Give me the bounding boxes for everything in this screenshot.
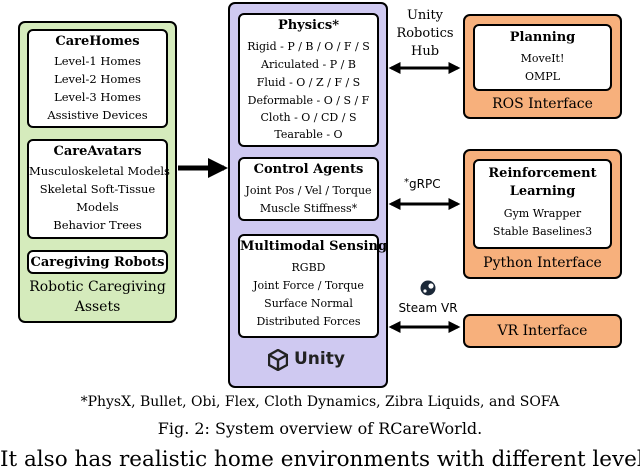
python-interface-label: Python Interface [483,255,602,271]
figure-caption: Fig. 2: System overview of RCareWorld. [157,419,483,438]
carehomes-item: Assistive Devices [47,108,148,122]
carehomes-item: Level-1 Homes [54,54,141,68]
sensing-item: Surface Normal [264,297,353,310]
steamvr-label: Steam VR [398,301,458,315]
physics-item: Ariculated - P / B [261,58,356,71]
planning-box: Planning MoveIt! OMPL [473,24,612,91]
carehomes-item: Level-2 Homes [54,72,141,86]
sensing-item: RGBD [291,261,326,274]
hub-label-line: Robotics [396,26,454,41]
sensing-item: Distributed Forces [256,315,361,328]
control-agents-box: Control Agents Joint Pos / Vel / Torque … [238,157,379,221]
rl-item: Stable Baselines3 [492,225,593,238]
careavatars-item: Musculoskeletal Models [29,164,170,178]
sensing-item: Joint Force / Torque [253,279,364,292]
grpc-label: *gRPC [404,177,441,191]
careavatars-item: Models [76,200,119,214]
hub-label-line: Unity [406,8,444,23]
robotic-caregiving-assets-panel: CareHomes Level-1 Homes Level-2 Homes Le… [18,21,177,323]
careavatars-title: CareAvatars [53,144,142,159]
steam-icon [420,280,436,296]
caregiving-robots-title: Caregiving Robots [30,255,165,270]
careavatars-item: Behavior Trees [53,218,142,232]
body-text-line: It also has realistic home environments … [0,447,640,472]
rl-title-line2: Learning [509,184,576,199]
unity-robotics-hub-label: Unity Robotics Hub [396,7,454,61]
grpc-label-text: gRPC [409,177,441,191]
planning-item: OMPL [525,70,560,83]
unity-cube-icon [268,349,288,371]
physics-item: Cloth - O / CD / S [260,111,357,124]
physics-title: Physics* [277,18,340,33]
physics-item: Tearable - O [274,128,343,141]
reinforcement-learning-box: Reinforcement Learning Gym Wrapper Stabl… [473,159,612,249]
physics-item: Rigid - P / B / O / F / S [247,40,370,53]
python-interface-panel: Reinforcement Learning Gym Wrapper Stabl… [463,149,622,279]
unity-logo: Unity [268,347,352,373]
hub-label-line: Hub [410,44,440,59]
multimodal-sensing-title: Multimodal Sensing [240,239,388,254]
carehomes-box: CareHomes Level-1 Homes Level-2 Homes Le… [27,29,168,128]
vr-interface-panel: VR Interface [463,314,622,348]
physics-footnote: *PhysX, Bullet, Obi, Flex, Cloth Dynamic… [80,394,560,410]
grpc-logo-star: * [404,177,409,188]
vr-interface-label: VR Interface [497,323,588,339]
assets-label-line1: Robotic Caregiving [29,279,166,295]
rl-title-line1: Reinforcement [488,166,597,181]
rl-item: Gym Wrapper [503,207,582,220]
planning-item: MoveIt! [520,52,565,65]
control-agents-title: Control Agents [253,162,364,177]
carehomes-title: CareHomes [55,34,140,49]
physics-item: Fluid - O / Z / F / S [256,76,361,89]
unity-logo-text: Unity [294,349,345,369]
careavatars-box: CareAvatars Musculoskeletal Models Skele… [27,139,170,239]
multimodal-sensing-box: Multimodal Sensing RGBD Joint Force / To… [238,234,388,338]
physics-item: Deformable - O / S / F [247,94,370,107]
careavatars-item: Skeletal Soft-Tissue [39,182,156,196]
carehomes-item: Level-3 Homes [54,90,141,104]
ros-interface-label: ROS Interface [492,96,593,112]
control-agents-item: Joint Pos / Vel / Torque [245,184,372,197]
ros-interface-panel: Planning MoveIt! OMPL ROS Interface [463,14,622,119]
assets-label-line2: Assets [74,299,121,315]
caregiving-robots-box: Caregiving Robots [27,250,168,274]
planning-title: Planning [509,30,576,45]
control-agents-item: Muscle Stiffness* [259,202,358,215]
physics-box: Physics* Rigid - P / B / O / F / S Aricu… [238,13,379,147]
unity-engine-panel: Physics* Rigid - P / B / O / F / S Aricu… [228,2,388,388]
